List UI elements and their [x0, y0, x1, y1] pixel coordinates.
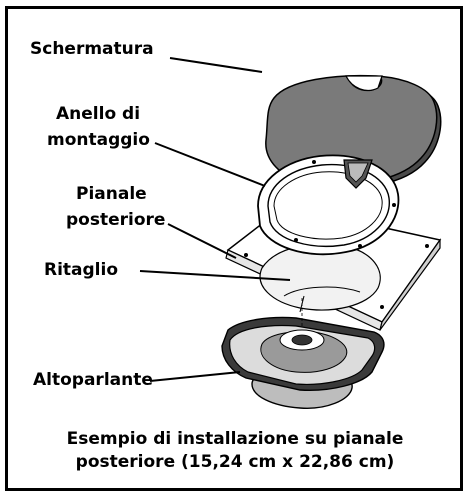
label-cutout: Ritaglio: [44, 260, 119, 280]
label-mount-ring-line1: Anello di: [56, 104, 141, 124]
label-speaker: Altoparlante: [33, 370, 153, 390]
caption-line2: posteriore (15,24 cm x 22,86 cm): [75, 452, 395, 472]
label-rear-deck-line2: posteriore: [66, 210, 166, 230]
label-mount-ring-line2: montaggio: [47, 130, 150, 150]
label-shield: Schermatura: [30, 39, 154, 59]
speaker-unit: [221, 295, 385, 409]
mounting-ring: [257, 154, 400, 256]
label-rear-deck-line1: Pianale: [76, 184, 147, 204]
leader-lines: [139, 57, 291, 382]
caption-line1: Esempio di installazione su pianale: [66, 429, 404, 449]
